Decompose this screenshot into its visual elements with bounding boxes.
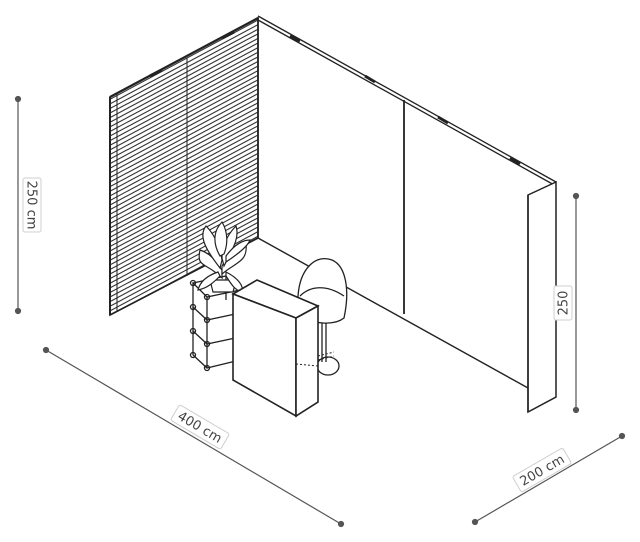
slat-line: [110, 63, 258, 156]
right-back-wall: [257, 18, 529, 389]
slat-line: [110, 82, 258, 175]
slat-line: [110, 215, 258, 308]
dimension-height-right: [572, 192, 580, 414]
slat-line: [110, 210, 258, 303]
slat-line: [110, 45, 258, 138]
slat-line: [110, 109, 258, 202]
slat-line: [110, 123, 258, 216]
slat-line: [110, 137, 258, 230]
slat-line: [110, 206, 258, 299]
slat-line: [110, 26, 258, 119]
slat-line: [110, 169, 258, 262]
slat-line: [110, 68, 258, 161]
dimension-height-left-label: 250 cm: [24, 181, 39, 230]
slat-line: [110, 31, 258, 124]
slat-line: [110, 114, 258, 207]
slat-line: [110, 155, 258, 248]
slat-line: [110, 18, 258, 110]
dimension-height-left: [14, 95, 22, 315]
slat-line: [110, 197, 258, 290]
slat-line: [110, 164, 258, 257]
slat-line: [110, 59, 258, 152]
dimension-depth: [471, 432, 626, 526]
side-end-panel: [527, 180, 557, 414]
slat-line: [110, 224, 258, 315]
slat-line: [110, 36, 258, 129]
slatted-back-wall: [109, 16, 259, 317]
slat-line: [110, 183, 258, 276]
slat-line: [110, 86, 258, 179]
slat-line: [110, 132, 258, 225]
ceiling-light-rail: [149, 15, 557, 187]
slat-line: [110, 40, 258, 133]
slat-line: [110, 22, 258, 115]
slat-line: [110, 187, 258, 280]
slat-line: [110, 95, 258, 188]
slat-line: [110, 91, 258, 184]
slat-line: [110, 100, 258, 193]
slat-line: [110, 201, 258, 294]
slat-line: [110, 54, 258, 147]
slat-line: [110, 220, 258, 313]
slat-line: [110, 141, 258, 234]
slat-line: [110, 105, 258, 198]
slat-line: [110, 192, 258, 285]
slat-line: [110, 151, 258, 244]
slat-line: [110, 146, 258, 239]
reception-counter: [231, 279, 335, 418]
slat-line: [110, 77, 258, 170]
slat-line: [110, 72, 258, 165]
slat-line: [110, 174, 258, 267]
slat-line: [110, 178, 258, 271]
potted-plant: [197, 221, 251, 293]
slat-line: [110, 18, 258, 106]
slat-line: [110, 118, 258, 211]
dimension-height-right-label: 250: [557, 291, 572, 316]
slat-line: [110, 49, 258, 142]
dimension-width: [42, 346, 345, 528]
slat-line: [110, 160, 258, 253]
slat-line: [110, 128, 258, 221]
